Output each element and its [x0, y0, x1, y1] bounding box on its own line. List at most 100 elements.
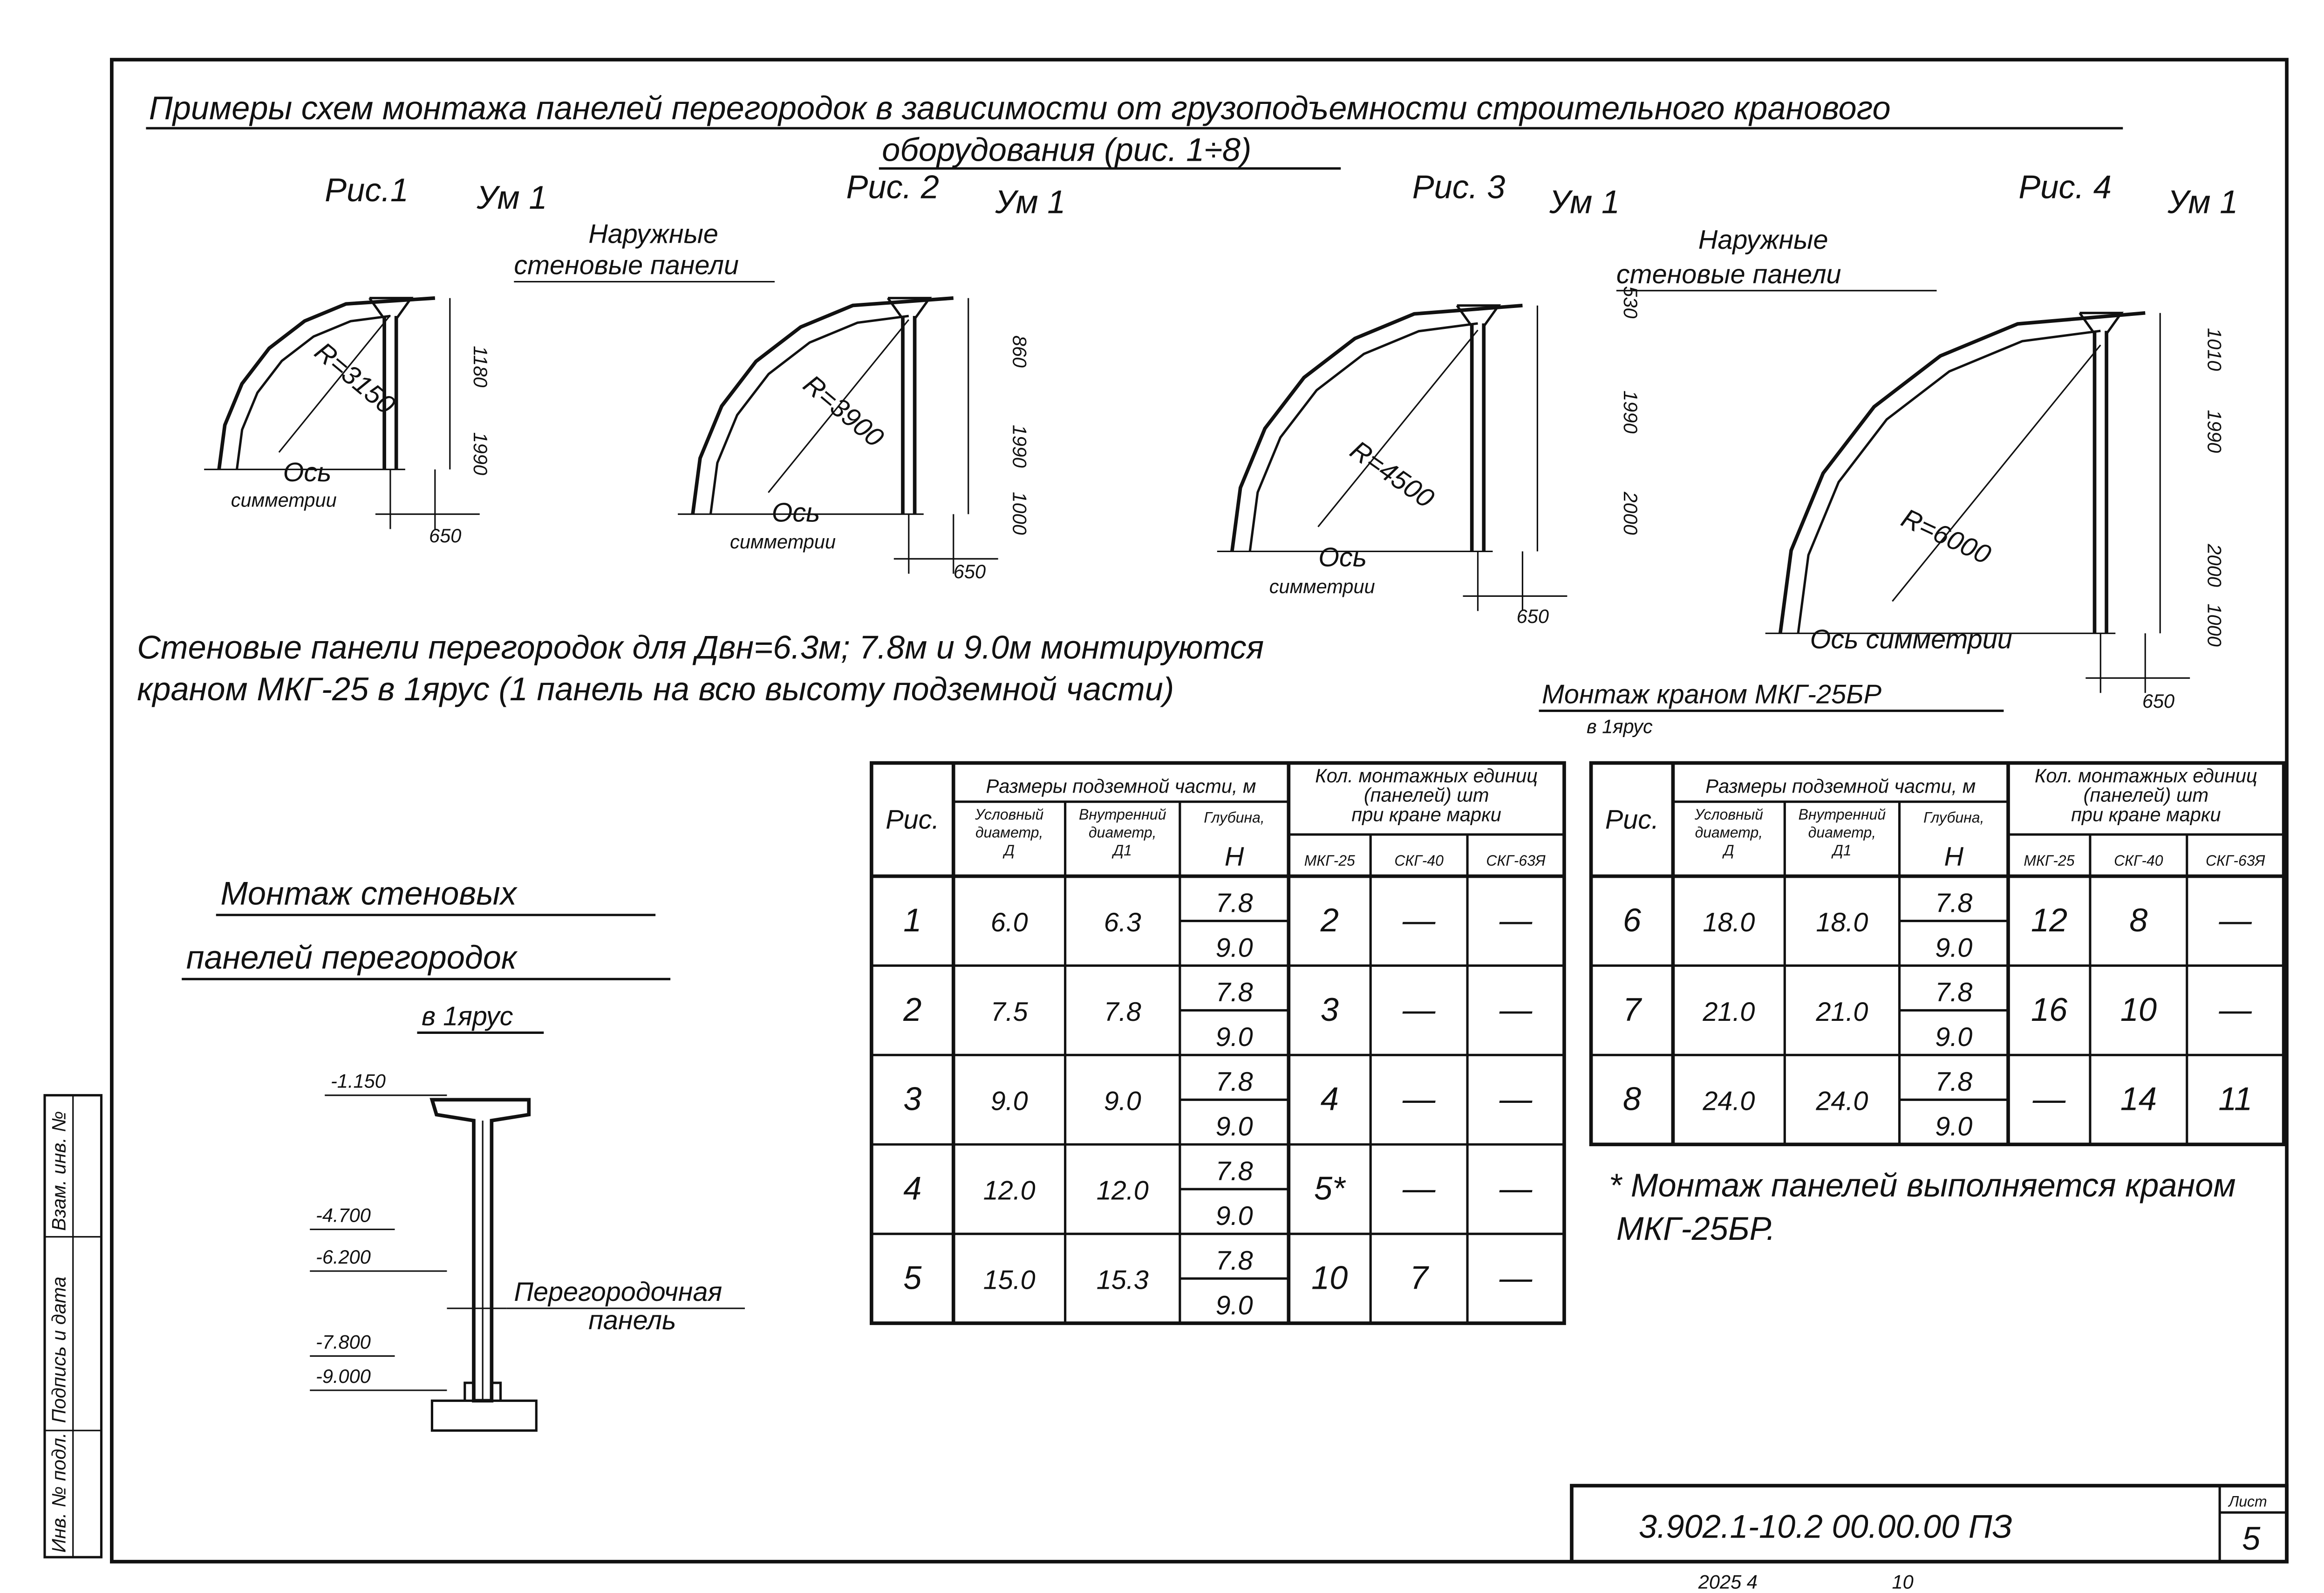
header-crane: МКГ-25 — [1304, 852, 1355, 869]
header-diam-1: диаметр, — [1089, 824, 1157, 841]
fig4-label: Рис. 4 — [2018, 168, 2111, 205]
cell-h-1: 7.8 — [1216, 1156, 1253, 1186]
header-crane: СКГ-40 — [1394, 852, 1444, 869]
note-line-1: Стеновые панели перегородок для Двн=6.3м… — [137, 629, 1264, 666]
cell-d: 12.0 — [983, 1176, 1036, 1206]
outer-panels-label-1-a: Наружные — [588, 219, 718, 249]
header-crane: СКГ-63Я — [2206, 852, 2265, 869]
cell-h-1: 7.8 — [1216, 1067, 1253, 1097]
header-fig: Рис. — [886, 805, 939, 834]
header-sizes: Размеры подземной части, м — [986, 775, 1256, 797]
cell-mkg25: 5* — [1314, 1170, 1346, 1207]
cell-d: 9.0 — [991, 1087, 1028, 1116]
header-diam-1: Внутренний — [1079, 806, 1166, 823]
level-1: -1.150 — [331, 1070, 386, 1092]
section-title-3: в 1ярус — [422, 1001, 513, 1031]
fig3-axis-1: Ось — [1318, 542, 1367, 572]
cell-fig: 8 — [1623, 1080, 1641, 1117]
cell-mkg25: 4 — [1321, 1080, 1339, 1117]
fig2-axis-1: Ось — [772, 498, 820, 527]
cell-d1: 15.3 — [1097, 1265, 1149, 1295]
title-line-2: оборудования (рис. 1÷8) — [882, 131, 1251, 168]
header-diam-0: диаметр, — [1695, 824, 1763, 841]
header-sizes: Размеры подземной части, м — [1705, 775, 1976, 797]
header-units: Кол. монтажных единиц — [2035, 765, 2257, 786]
cell-d: 7.5 — [991, 997, 1029, 1027]
cell-mkg25: 2 — [1320, 902, 1339, 938]
cell-d1: 21.0 — [1815, 997, 1868, 1027]
section-title-2: панелей перегородок — [186, 939, 518, 976]
fig4-note-1: Монтаж краном МКГ-25БР — [1542, 680, 1882, 710]
left-stamp: Инв. № подл. Подпись и дата Взам. инв. № — [43, 1094, 103, 1559]
cell-d: 21.0 — [1702, 997, 1755, 1027]
cell-skg40: — — [1402, 991, 1436, 1028]
cell-skg63: — — [1499, 991, 1533, 1028]
cell-fig: 6 — [1623, 902, 1642, 938]
fig1-dim-2: 1990 — [470, 432, 491, 475]
header-fig: Рис. — [1605, 805, 1659, 834]
fig3-dim-3: 2000 — [1620, 491, 1642, 534]
fig2-dim-1: 860 — [1009, 335, 1031, 368]
fig2-dim-2: 1990 — [1009, 425, 1031, 468]
figures — [204, 296, 2190, 693]
header-diam-0: диаметр, — [975, 824, 1043, 841]
cell-skg40: — — [1402, 1170, 1436, 1207]
fig4-node: Ум 1 — [2167, 183, 2238, 220]
cell-h-1: 7.8 — [1935, 1067, 1972, 1097]
level-3: -6.200 — [316, 1246, 371, 1268]
fig4-dim-1: 1010 — [2204, 328, 2226, 371]
cell-d: 18.0 — [1703, 908, 1755, 937]
header-diam-1: Внутренний — [1799, 806, 1886, 823]
outer-panels-label-2-b: стеновые панели — [1616, 260, 1841, 289]
tables: Рис.Размеры подземной части, мУсловныйди… — [870, 761, 2286, 1325]
sheet-label: Лист — [2228, 1493, 2267, 1510]
cell-h-2: 9.0 — [1935, 933, 1972, 963]
fig1-label: Рис.1 — [325, 171, 409, 208]
sheet-number: 5 — [2242, 1520, 2261, 1557]
header-diam-0: Условный — [975, 806, 1043, 823]
cell-skg63: — — [1499, 1259, 1533, 1296]
cell-skg40: 14 — [2120, 1080, 2157, 1117]
footnote: * Монтаж панелей выполняется краном МКГ-… — [1609, 1167, 2236, 1247]
header-depth-symbol: Н — [1944, 842, 1963, 872]
outer-panels-label-1-b: стеновые панели — [514, 251, 739, 280]
cell-fig: 4 — [903, 1170, 921, 1207]
section-title-1: Монтаж стеновых — [220, 875, 518, 911]
table-2: Рис.Размеры подземной части, мУсловныйди… — [1589, 761, 2286, 1147]
fig2-width: 650 — [954, 561, 986, 582]
cell-h-1: 7.8 — [1216, 888, 1253, 918]
section-detail: Монтаж стеновых панелей перегородок в 1я… — [182, 875, 745, 1432]
cell-fig: 1 — [903, 902, 921, 938]
fig3-dim-1: 530 — [1620, 286, 1642, 318]
cell-d1: 7.8 — [1104, 997, 1141, 1027]
fig1-arch — [204, 296, 480, 529]
cell-skg40: 8 — [2129, 902, 2147, 938]
cell-skg63: — — [1499, 1080, 1533, 1117]
footnote-line-1: * Монтаж панелей выполняется краном — [1609, 1167, 2236, 1203]
fig4-dim-2: 1990 — [2204, 410, 2226, 453]
mounting-note: Стеновые панели перегородок для Двн=6.3м… — [137, 629, 2004, 738]
cell-d1: 18.0 — [1816, 908, 1868, 937]
cell-h-2: 9.0 — [1216, 1022, 1253, 1052]
title-line-1: Примеры схем монтажа панелей перегородок… — [149, 89, 1891, 126]
sheet-frame — [110, 58, 2289, 1564]
header-depth-symbol: Н — [1225, 842, 1244, 872]
fig1-node: Ум 1 — [476, 179, 547, 216]
header-units: при кране марки — [1351, 803, 1501, 825]
cell-d1: 12.0 — [1097, 1176, 1149, 1206]
cell-mkg25: 12 — [2031, 902, 2067, 938]
copy-number: 10 — [1892, 1571, 1914, 1593]
fig4-dim-4: 1000 — [2204, 603, 2226, 646]
cell-fig: 3 — [903, 1080, 921, 1117]
header-units: (панелей) шт — [2084, 784, 2209, 806]
cell-h-2: 9.0 — [1216, 1291, 1253, 1320]
fig3-dim-2: 1990 — [1620, 390, 1642, 433]
header-diam-1: Д1 — [1112, 842, 1132, 859]
fig2-axis-2: симметрии — [730, 531, 836, 553]
